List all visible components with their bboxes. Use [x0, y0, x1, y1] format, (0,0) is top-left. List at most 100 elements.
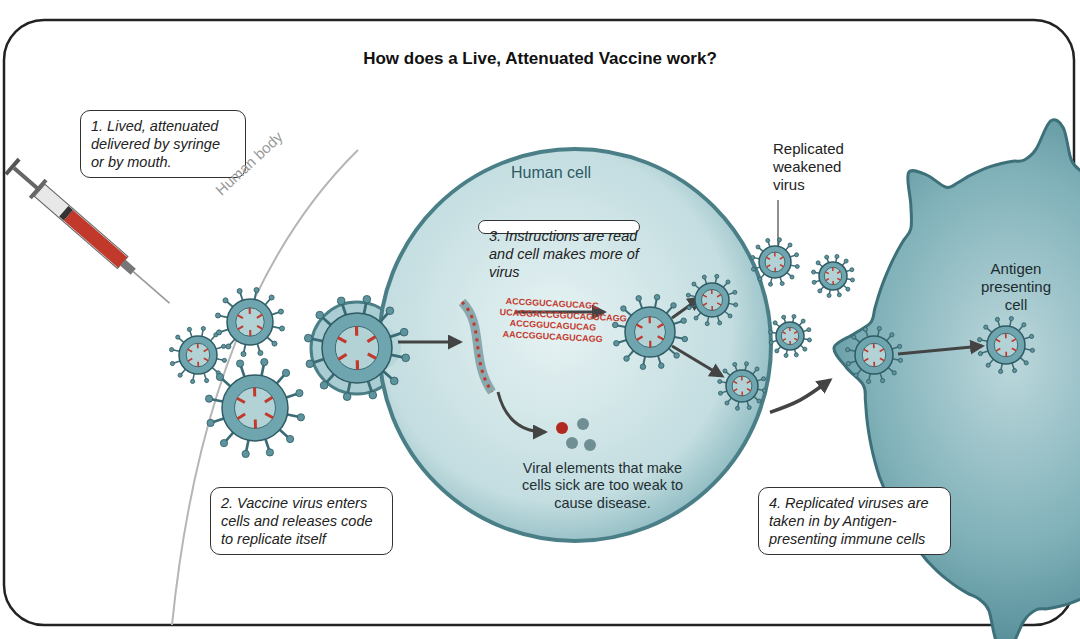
- virus-spike: [880, 373, 882, 380]
- virus-spike: [616, 325, 625, 327]
- virus-rna: [717, 295, 721, 297]
- virus-spike: [696, 313, 700, 318]
- virus-knob: [795, 253, 799, 257]
- virus-core: [862, 343, 886, 367]
- virus-knob: [726, 280, 730, 284]
- virus-knob: [1030, 348, 1034, 352]
- callout-text: 2. Vaccine virus enters cells and releas…: [221, 494, 382, 548]
- virus-envelope: [776, 322, 804, 350]
- virus-knob: [846, 287, 850, 291]
- virus-knob: [1009, 316, 1013, 320]
- virus-knob: [846, 361, 850, 365]
- virus-knob: [897, 344, 901, 348]
- virus-spike: [262, 363, 264, 375]
- virus-knob: [986, 363, 990, 367]
- virus-knob: [766, 238, 770, 242]
- virus-knob: [624, 356, 630, 362]
- virus-envelope: [759, 246, 791, 278]
- virus-knob: [337, 297, 345, 305]
- virus-knob: [718, 391, 722, 395]
- virus-spike: [768, 241, 770, 247]
- virus-spike: [705, 278, 707, 284]
- virus-knob: [261, 358, 268, 365]
- virus-spike: [277, 374, 285, 383]
- virus-spike: [715, 277, 716, 283]
- virus-spike: [846, 270, 851, 272]
- virus: [769, 315, 812, 358]
- virus-knob: [286, 435, 293, 442]
- virus-knob: [890, 333, 894, 337]
- virus-spike: [694, 284, 699, 288]
- virus-rna: [766, 257, 770, 259]
- syringe-rod: [13, 166, 65, 212]
- flow-arrow: [672, 298, 700, 318]
- virus-rna: [237, 398, 245, 402]
- callout-text: 1. Lived, attenuated delivered by syring…: [91, 117, 235, 171]
- virus-knob: [795, 265, 799, 269]
- flow-arrow: [898, 346, 982, 354]
- virus-knob: [733, 290, 737, 294]
- virus-spike: [639, 299, 642, 308]
- virus-rna: [767, 265, 771, 267]
- virus-rna: [204, 349, 208, 352]
- virus-rna: [265, 414, 273, 418]
- virus-spike: [820, 286, 824, 290]
- virus-rna: [238, 326, 243, 329]
- cell-neck: [357, 326, 401, 370]
- virus-knob: [715, 274, 719, 278]
- virus-rna: [1012, 348, 1017, 350]
- virus: [612, 294, 687, 369]
- virus-spike: [689, 295, 695, 296]
- virus-spike: [849, 361, 856, 363]
- virus-core: [765, 252, 785, 272]
- virus-spike: [246, 440, 248, 452]
- virus-knob: [778, 238, 782, 242]
- virus-knob: [320, 381, 328, 389]
- virus-rna: [880, 349, 884, 352]
- virus-spike: [265, 298, 271, 305]
- virus-core: [236, 308, 265, 337]
- virus-knob: [978, 351, 982, 355]
- callout-text: 4. Replicated viruses are taken in by An…: [769, 494, 940, 548]
- virus-spike: [981, 351, 988, 353]
- virus-knob: [794, 353, 798, 357]
- virus-spike: [380, 312, 389, 322]
- virus-core: [732, 376, 752, 396]
- virus-knob: [191, 379, 195, 383]
- virus-rna: [741, 376, 743, 380]
- virus-spike: [843, 285, 847, 289]
- virus-spike: [803, 330, 808, 332]
- virus-envelope: [625, 307, 675, 357]
- virus-rna: [265, 397, 273, 402]
- virus-knob: [784, 353, 788, 357]
- virus-knob: [272, 341, 277, 346]
- virus-knob: [801, 319, 805, 323]
- virus-spike: [777, 346, 781, 350]
- virus-knob: [269, 295, 274, 300]
- virus-spike: [786, 245, 790, 250]
- virus-knob: [386, 307, 394, 315]
- virus-knob: [237, 289, 242, 294]
- virus-spike: [854, 338, 859, 343]
- virus-knob: [1024, 361, 1028, 365]
- virus-knob: [877, 326, 881, 330]
- virus-rna: [711, 289, 713, 294]
- virus-spike: [690, 305, 696, 307]
- virus-knob: [682, 336, 688, 342]
- virus-spike: [878, 329, 879, 336]
- cell-text: Viral elements that make cells sick are …: [510, 460, 695, 512]
- virus-knob: [775, 349, 779, 353]
- virus-envelope: [855, 336, 893, 374]
- virus-knob: [816, 261, 820, 265]
- virus-envelope: [726, 370, 758, 402]
- virus-knob: [176, 335, 180, 339]
- virus-knob: [671, 303, 677, 309]
- virus-knob: [400, 328, 408, 336]
- virus-knob: [977, 338, 981, 342]
- virus-rna: [237, 315, 242, 318]
- virus-spike: [210, 399, 222, 401]
- virus-rna: [774, 268, 776, 272]
- virus-knob: [201, 326, 205, 330]
- virus-rna: [257, 315, 262, 318]
- callout-text: 3. Instructions are read and cell makes …: [489, 227, 639, 281]
